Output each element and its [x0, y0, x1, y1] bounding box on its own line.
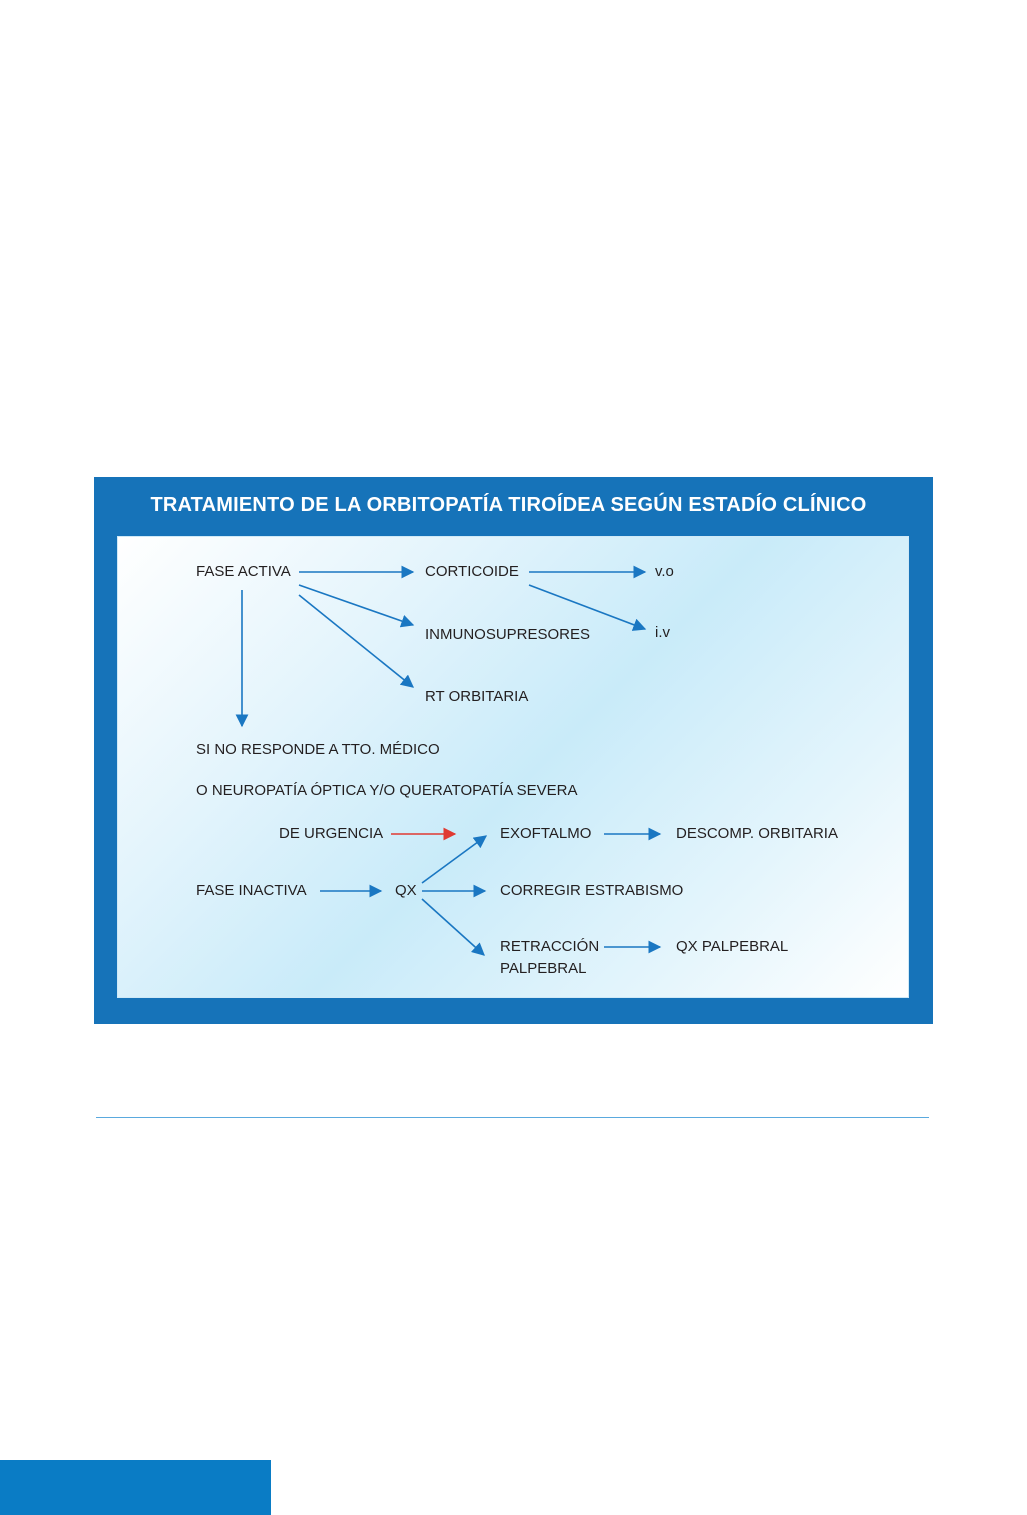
node-inmunosupresores: INMUNOSUPRESORES — [425, 626, 591, 643]
edge-qx-exoftalmo — [421, 835, 488, 884]
edge-qx-retraccion — [421, 898, 485, 956]
node-si-no-responde: SI NO RESPONDE A TTO. MÉDICO — [196, 741, 440, 758]
node-fase-inactiva: FASE INACTIVA — [196, 882, 307, 899]
node-retraccion-line2: PALPEBRAL — [500, 960, 587, 977]
node-qx: QX — [395, 882, 417, 899]
edge-corticoide-iv — [528, 584, 647, 631]
node-de-urgencia: DE URGENCIA — [279, 825, 384, 842]
edge-fase-activa-inmunosupresores — [298, 584, 415, 628]
page-corner-bar — [0, 1460, 271, 1515]
node-rt-orbitaria: RT ORBITARIA — [425, 688, 529, 705]
node-corticoide: CORTICOIDE — [425, 563, 519, 580]
node-iv: i.v — [655, 624, 670, 641]
footer-rule — [96, 1117, 929, 1118]
diagram-title: TRATAMIENTO DE LA ORBITOPATÍA TIROÍDEA S… — [150, 494, 867, 516]
node-exoftalmo: EXOFTALMO — [500, 825, 592, 842]
node-fase-activa: FASE ACTIVA — [196, 563, 291, 580]
node-corregir-estrabismo: CORREGIR ESTRABISMO — [500, 882, 684, 899]
node-retraccion-line1: RETRACCIÓN — [500, 938, 600, 955]
node-vo: v.o — [655, 563, 674, 580]
node-descomp-orbitaria: DESCOMP. ORBITARIA — [676, 825, 838, 842]
node-neuropatia: O NEUROPATÍA ÓPTICA Y/O QUERATOPATÍA SEV… — [196, 782, 578, 799]
node-qx-palpebral: QX PALPEBRAL — [676, 938, 789, 955]
diagram-canvas — [117, 536, 909, 998]
edge-fase-activa-rt-orbitaria — [298, 594, 415, 688]
